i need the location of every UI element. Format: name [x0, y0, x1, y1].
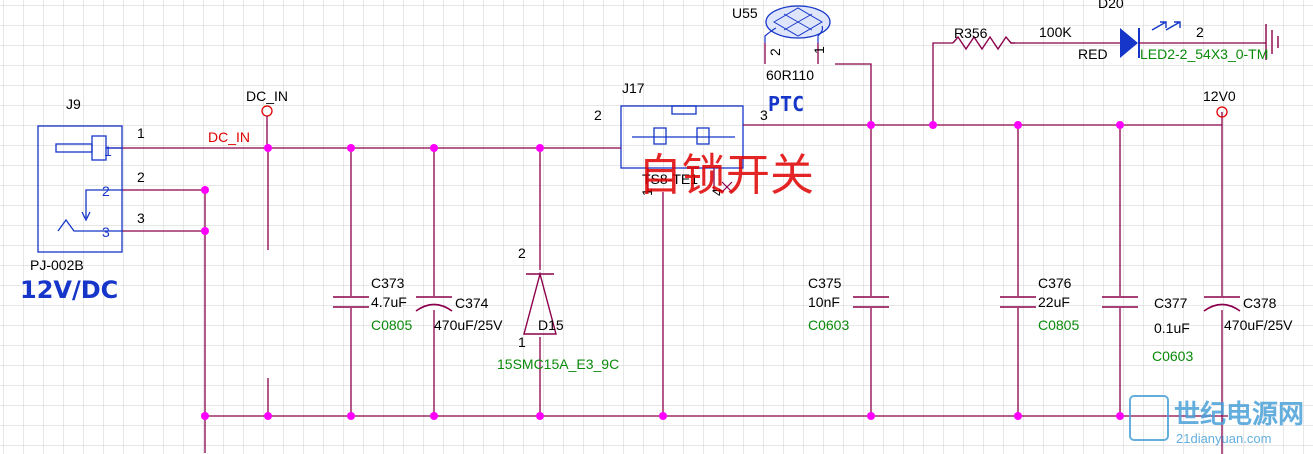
- u55-note: PTC: [768, 92, 804, 116]
- j9-pin-label-2: 2: [102, 183, 110, 199]
- capacitor-c377: [1102, 296, 1138, 308]
- wires: [108, 42, 1228, 454]
- c376-ref: C376: [1038, 275, 1072, 291]
- d15-pin-number-1: 1: [518, 334, 526, 350]
- c375-value: 10nF: [808, 294, 840, 310]
- v12-port-label: 12V0: [1203, 88, 1236, 104]
- u55-pin-number-2: 2: [767, 48, 783, 56]
- j9-value: PJ-002B: [30, 257, 84, 273]
- j9-pin-label-1: 1: [104, 143, 112, 159]
- watermark-url: 21dianyuan.com: [1176, 431, 1271, 446]
- j17-ref: J17: [622, 80, 645, 96]
- j17-pin-number-4: 4: [709, 188, 725, 196]
- u55-ref: U55: [732, 5, 758, 21]
- d20-pin-number: 2: [1196, 24, 1204, 40]
- d15-ref: D15: [538, 317, 564, 333]
- capacitor-c373: [333, 296, 369, 308]
- capacitor-c374: [415, 296, 453, 312]
- dc-in-net-label: DC_IN: [208, 129, 250, 145]
- d20-value: RED: [1078, 46, 1108, 62]
- c374-value: 470uF/25V: [434, 317, 503, 333]
- j17-pin-number-1: 1: [639, 188, 655, 196]
- c373-ref: C373: [371, 275, 405, 291]
- switch-j17: [620, 105, 744, 169]
- j9-pin-number-3: 3: [137, 210, 145, 226]
- c375-footprint: C0603: [808, 317, 849, 333]
- c378-ref: C378: [1243, 295, 1277, 311]
- c377-value: 0.1uF: [1154, 320, 1190, 336]
- v12-port-marker: [1216, 106, 1228, 118]
- diode-d15: [523, 271, 557, 335]
- c374-ref: C374: [455, 295, 489, 311]
- c373-value: 4.7uF: [371, 294, 407, 310]
- u55-value: 60R110: [766, 67, 814, 83]
- j17-handwritten-note: 自锁开关: [638, 150, 814, 201]
- d20-ref: D20: [1098, 0, 1124, 11]
- dc-in-port-label: DC_IN: [246, 88, 288, 104]
- j17-pin-number-3: 3: [760, 107, 768, 123]
- connector-j9: [37, 125, 123, 253]
- watermark: 世纪电源网 21dianyuan.com: [1129, 395, 1304, 446]
- capacitor-c376: [1000, 296, 1036, 308]
- d15-pin-number-2: 2: [518, 245, 526, 261]
- j9-pin-number-1: 1: [137, 125, 145, 141]
- watermark-logo: 世纪电源网: [1174, 399, 1304, 430]
- capacitor-c375: [853, 296, 889, 308]
- j9-pin-label-3: 3: [102, 224, 110, 240]
- capacitor-c378: [1203, 296, 1241, 312]
- c376-value: 22uF: [1038, 294, 1070, 310]
- j17-pin-number-2: 2: [594, 107, 602, 123]
- junctions: [201, 121, 1124, 420]
- c375-ref: C375: [808, 275, 842, 291]
- j9-ref: J9: [66, 96, 81, 112]
- c377-footprint: C0603: [1152, 348, 1193, 364]
- j9-pin-number-2: 2: [137, 169, 145, 185]
- c378-value: 470uF/25V: [1224, 317, 1293, 333]
- d20-footprint: LED2-2_54X3_0-TM: [1140, 46, 1268, 62]
- d15-value: 15SMC15A_E3_9C: [497, 356, 619, 372]
- u55-pin-number-1: 1: [811, 46, 827, 54]
- j17-value: TS8-TE1: [642, 171, 698, 187]
- c376-footprint: C0805: [1038, 317, 1079, 333]
- led-d20: [1120, 21, 1279, 60]
- c373-footprint: C0805: [371, 317, 412, 333]
- j9-note: 12V/DC: [20, 276, 118, 304]
- r356-ref: R356: [954, 25, 988, 41]
- ptc-u55: [764, 5, 831, 43]
- c377-ref: C377: [1154, 295, 1188, 311]
- r356-value: 100K: [1039, 24, 1072, 40]
- resistor-r356: [952, 35, 1015, 51]
